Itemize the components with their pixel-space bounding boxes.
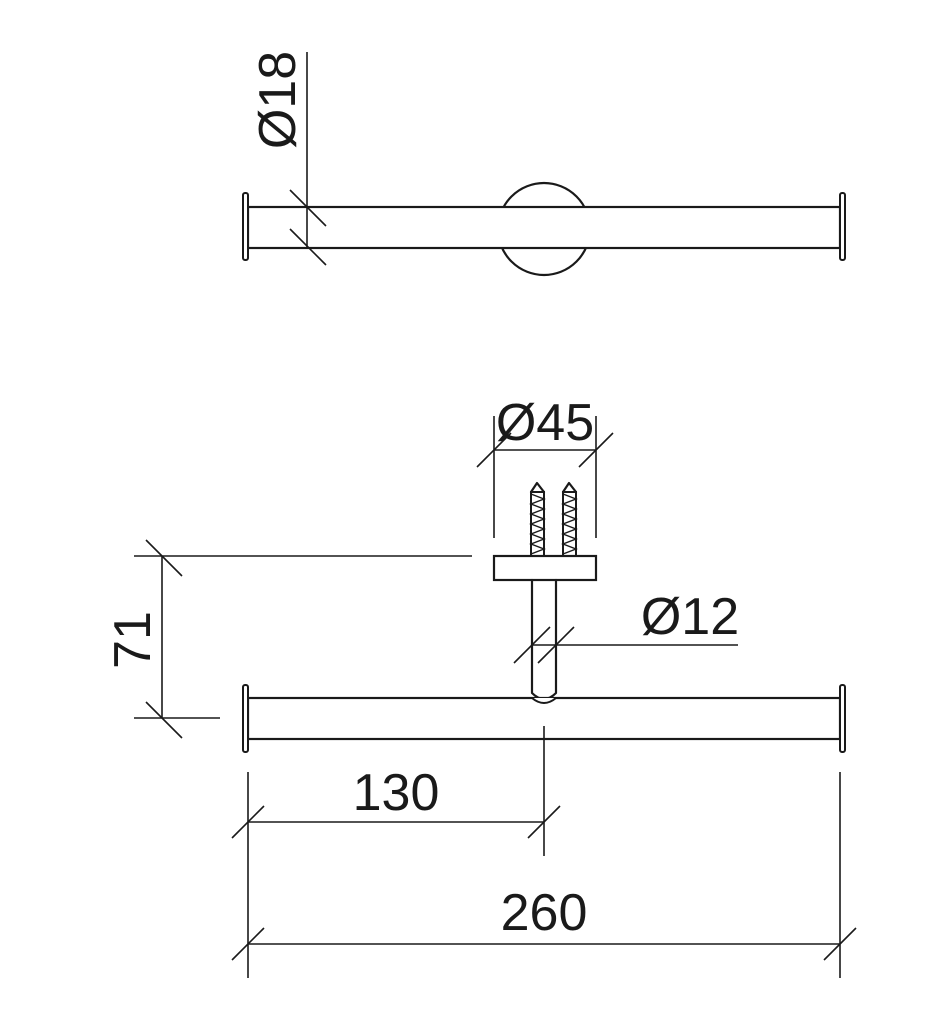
label-stem-diameter: Ø12 xyxy=(641,588,739,646)
top-view-rod xyxy=(246,205,842,250)
mounting-screw-right xyxy=(561,481,578,557)
support-stem xyxy=(530,578,558,701)
dim-rod-diameter-tick-top xyxy=(289,189,327,227)
dim-half-length-tick-left xyxy=(231,805,265,839)
stem-rod-joint xyxy=(531,697,557,704)
dim-projection-tick-bottom xyxy=(145,701,183,739)
dim-overall-length-tick-right xyxy=(823,927,857,961)
dimension-projection: 71 xyxy=(104,539,472,739)
dim-projection-tick-top xyxy=(145,539,183,577)
screw-left-thread xyxy=(529,493,546,555)
mounting-screw-left xyxy=(529,481,546,557)
label-projection: 71 xyxy=(104,611,162,669)
dimension-rod-diameter: Ø18 xyxy=(249,51,327,266)
top-view xyxy=(242,181,846,277)
front-view-right-end-cap xyxy=(839,684,846,753)
dimension-overall-length: 260 xyxy=(231,772,857,978)
dimension-stem-diameter: Ø12 xyxy=(513,588,739,664)
dim-stem-tick-left xyxy=(513,626,551,664)
dim-flange-tick-right xyxy=(578,432,614,468)
top-view-right-end-cap xyxy=(839,192,846,261)
dim-overall-length-tick-left xyxy=(231,927,265,961)
dimension-flange-diameter: Ø45 xyxy=(476,394,614,538)
front-view-left-end-cap xyxy=(242,684,249,753)
wall-flange xyxy=(492,554,598,582)
dim-rod-diameter-tick-bottom xyxy=(289,228,327,266)
label-flange-diameter: Ø45 xyxy=(496,394,594,452)
top-view-left-end-cap xyxy=(242,192,249,261)
front-view xyxy=(242,481,846,753)
screw-right-tip xyxy=(561,481,578,494)
screw-left-tip xyxy=(529,481,546,494)
dim-half-length-tick-right xyxy=(527,805,561,839)
label-half-length: 130 xyxy=(353,764,440,822)
label-overall-length: 260 xyxy=(501,884,588,942)
dimension-half-length: 130 xyxy=(231,726,561,978)
label-rod-diameter: Ø18 xyxy=(249,51,307,149)
screw-right-thread xyxy=(561,493,578,555)
dim-flange-tick-left xyxy=(476,432,512,468)
dim-stem-tick-right xyxy=(537,626,575,664)
